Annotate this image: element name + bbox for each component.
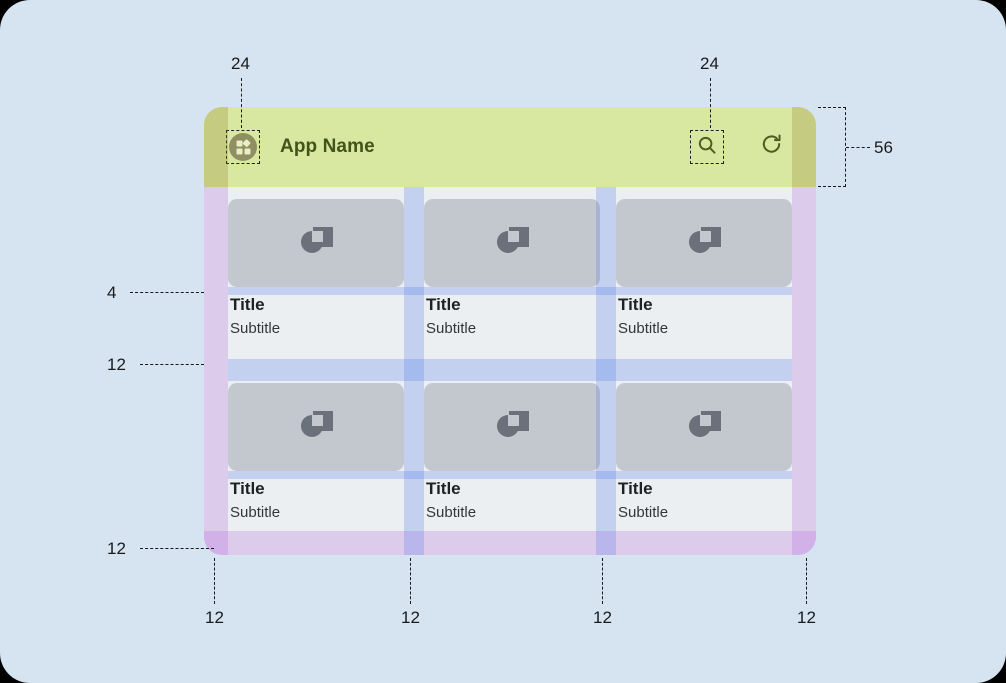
card-media [228,199,404,287]
card[interactable]: Title Subtitle [424,383,600,524]
card[interactable]: Title Subtitle [424,199,600,340]
image-placeholder-icon [301,411,333,437]
image-placeholder-icon [689,411,721,437]
annotation-leader-icon-left [241,78,242,128]
card[interactable]: Title Subtitle [616,199,792,340]
card-text: Title Subtitle [228,287,404,340]
card-text: Title Subtitle [616,471,792,524]
annotation-leader-media-title-gap [130,292,204,293]
card-media [424,383,600,471]
app-bar: App Name [204,107,816,187]
menu-icon-measure-box[interactable] [226,130,260,164]
annotation-leader-gutter-left [214,558,215,604]
app-bar-title: App Name [280,136,375,157]
card-media [424,199,600,287]
app-bar-leading-section: App Name [226,107,375,187]
apps-grid-avatar-icon[interactable] [229,133,257,161]
refresh-icon[interactable] [760,133,783,161]
card-subtitle: Subtitle [230,320,281,337]
card-subtitle: Subtitle [426,320,477,337]
annotation-label-row-gap: 12 [107,355,126,374]
card-text: Title Subtitle [424,471,600,524]
card-subtitle: Subtitle [618,320,669,337]
app-bar-actions [690,107,804,187]
annotation-leader-gutter-mid-2 [602,558,603,604]
card-media [616,199,792,287]
card-subtitle: Subtitle [230,504,281,521]
annotation-label-gutter-left: 12 [205,608,224,627]
card-title: Title [426,479,461,498]
annotation-label-icon-left: 24 [231,54,250,73]
card-grid: Title Subtitle Title Subtitle [204,187,816,555]
card-media [616,383,792,471]
image-placeholder-icon [497,227,529,253]
annotation-label-gutter-mid-1: 12 [401,608,420,627]
annotation-bracket-appbar-height [818,107,846,187]
card-subtitle: Subtitle [618,504,669,521]
annotation-leader-bottom-padding [140,548,214,549]
card-media [228,383,404,471]
image-placeholder-icon [301,227,333,253]
card-title: Title [618,295,653,314]
app-mockup-frame: App Name [204,107,816,555]
annotation-label-gutter-mid-2: 12 [593,608,612,627]
card-title: Title [230,295,265,314]
search-icon[interactable] [696,134,718,161]
card-subtitle: Subtitle [426,504,477,521]
card-title: Title [426,295,461,314]
card-title: Title [230,479,265,498]
image-placeholder-icon [497,411,529,437]
annotation-leader-appbar-height [846,147,870,148]
refresh-button[interactable] [754,130,788,164]
annotation-label-icon-right: 24 [700,54,719,73]
annotation-label-gutter-right: 12 [797,608,816,627]
card[interactable]: Title Subtitle [228,199,404,340]
annotation-leader-icon-right [710,78,711,128]
search-icon-measure-box[interactable] [690,130,724,164]
card-text: Title Subtitle [616,287,792,340]
card-text: Title Subtitle [424,287,600,340]
card[interactable]: Title Subtitle [228,383,404,524]
annotation-label-media-title-gap: 4 [107,283,117,302]
card[interactable]: Title Subtitle [616,383,792,524]
card-title: Title [618,479,653,498]
annotation-label-bottom-padding: 12 [107,539,126,558]
card-text: Title Subtitle [228,471,404,524]
annotation-leader-gutter-right [806,558,807,604]
annotation-leader-gutter-mid-1 [410,558,411,604]
annotation-label-appbar-height: 56 [874,138,893,157]
annotation-leader-row-gap [140,364,204,365]
image-placeholder-icon [689,227,721,253]
